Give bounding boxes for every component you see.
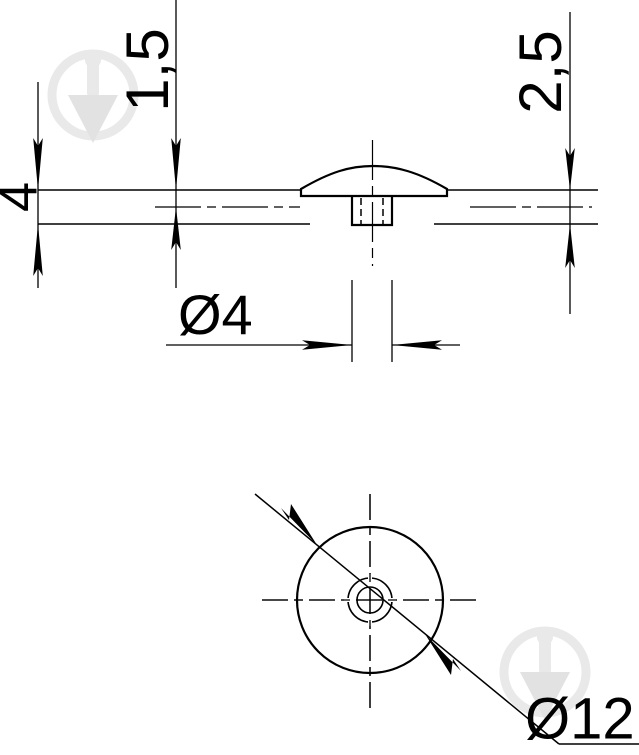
dimension-label-overall-height: 2,5 (507, 30, 574, 113)
dimension-cap-diameter-arrows (281, 504, 461, 675)
dimension-label-head-height: 1,5 (114, 28, 181, 111)
watermark-top-left-icon (47, 49, 139, 143)
dimension-stem-diameter-arrows (302, 340, 442, 350)
dimension-label-stem-diameter: Ø4 (178, 283, 253, 346)
cap-stem-internal-ribs (360, 198, 384, 224)
plan-view-centre-lines-overlay (262, 494, 478, 710)
dimension-label-cap-diameter: Ø12 (525, 686, 635, 751)
dimension-overall-height-arrows (565, 148, 575, 268)
watermark-bottom-right-icon (499, 626, 591, 720)
panel-outline (38, 189, 598, 225)
dimension-cap-diameter-leader (254, 493, 639, 745)
dimension-head-height-arrows (171, 138, 181, 250)
dimension-panel-thickness-arrows (33, 138, 43, 276)
dim-d12-diagonal-leader (254, 493, 560, 745)
dimension-label-panel-thickness: 4 (0, 182, 48, 212)
